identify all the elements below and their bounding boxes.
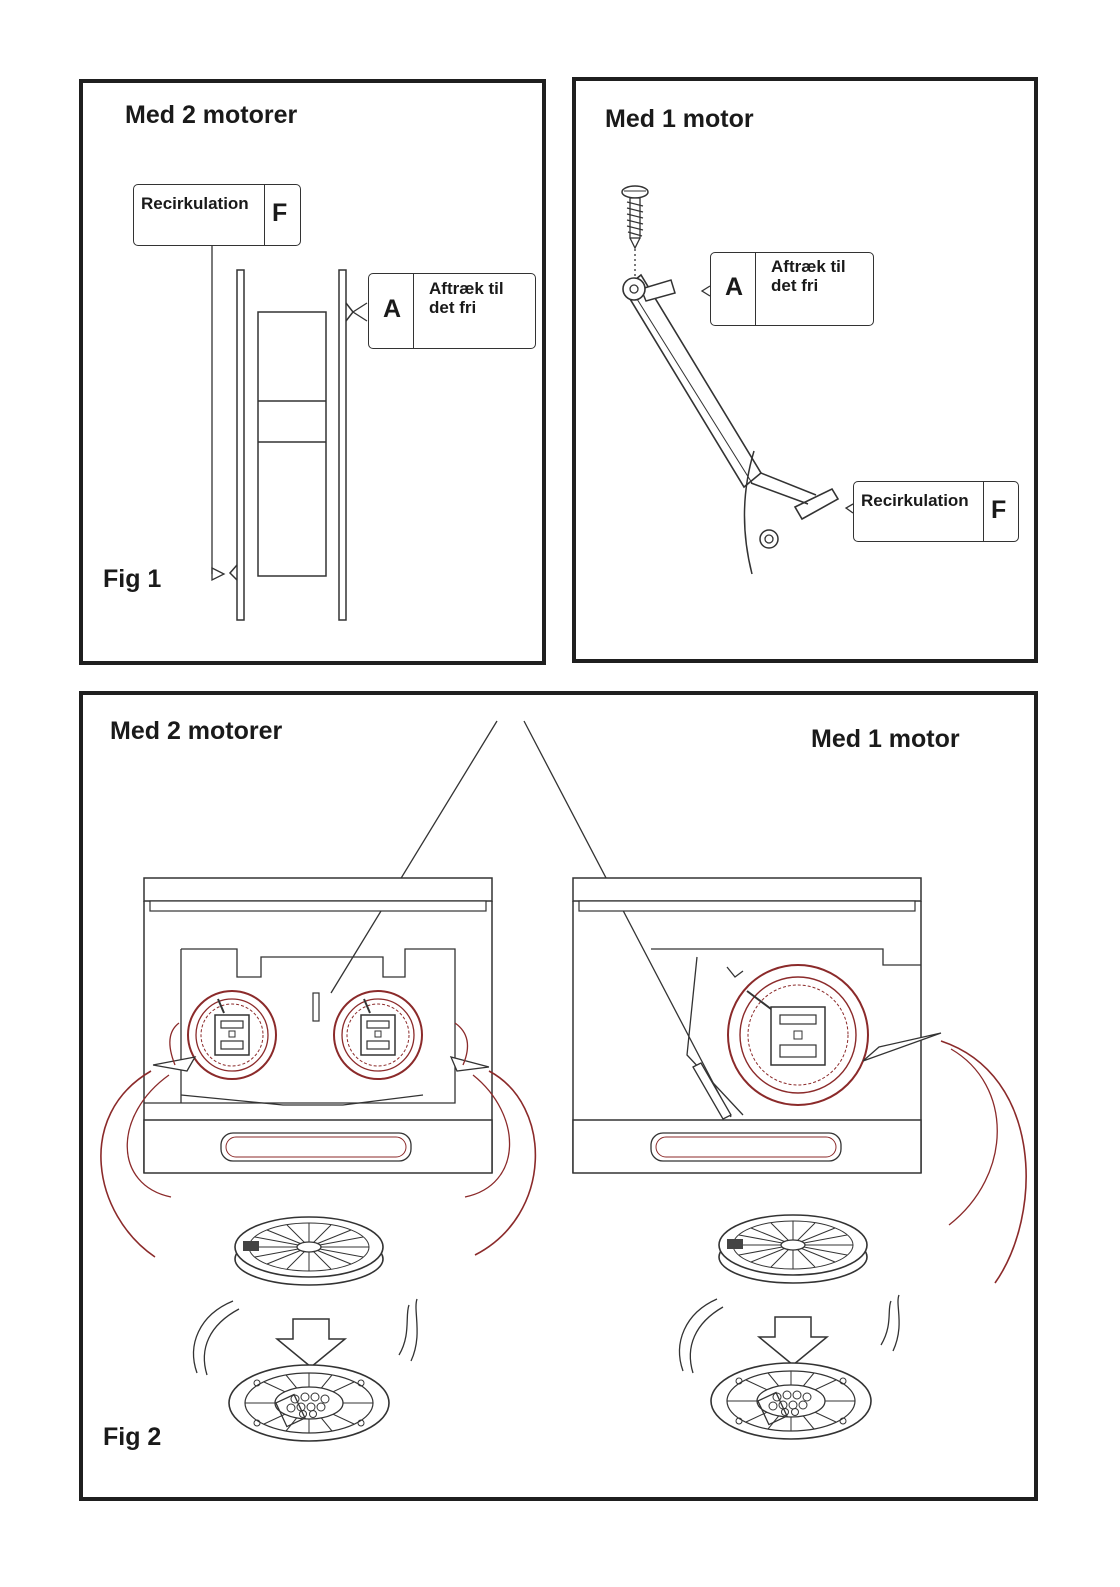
exhaust-label-line1: Aftræk til	[771, 257, 846, 276]
figure-label: Fig 1	[103, 565, 161, 594]
hood-two-motors	[144, 878, 492, 1173]
recirculation-label: Recirkulation	[141, 194, 249, 213]
exhaust-tag: A Aftræk til det fri	[710, 252, 874, 326]
fig1-one-motor-panel: Med 1 motor	[572, 77, 1038, 663]
recirculation-label: Recirkulation	[861, 491, 969, 510]
fig1-two-motors-panel: Med 2 motorer Recirkulation F A Aftræk t…	[79, 79, 546, 665]
exhaust-tag: A Aftræk til det fri	[368, 273, 536, 349]
recirculation-letter: F	[991, 496, 1006, 525]
exhaust-label-line1: Aftræk til	[429, 279, 504, 298]
figure-label: Fig 2	[103, 1423, 161, 1452]
grease-filter-installation-drawing	[83, 695, 1034, 1497]
recirculation-tag: Recirkulation F	[853, 481, 1019, 542]
recirculation-tag: Recirkulation F	[133, 184, 301, 246]
exhaust-label-line2: det fri	[429, 298, 476, 317]
fig2-filter-panel: Med 2 motorer Med 1 motor	[79, 691, 1038, 1501]
recirculation-letter: F	[272, 199, 287, 228]
damper-lever-drawing	[576, 81, 1034, 659]
exhaust-label-line2: det fri	[771, 276, 818, 295]
exhaust-letter: A	[725, 273, 743, 302]
exhaust-letter: A	[383, 295, 401, 324]
hood-one-motor	[573, 878, 941, 1173]
